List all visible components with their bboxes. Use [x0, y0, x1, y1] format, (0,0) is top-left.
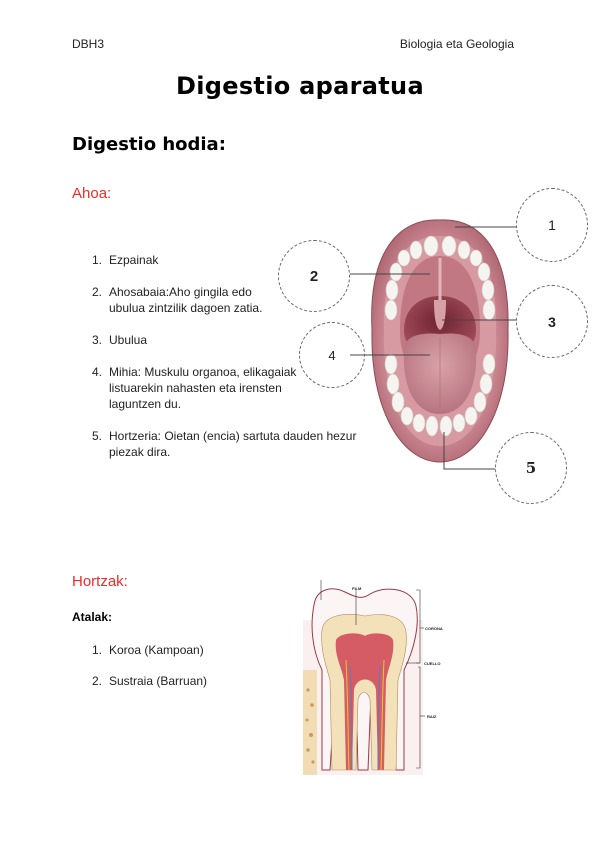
tooth-parts-list: 1. Koroa (Kampoan) 2. Sustraia (Barruan): [92, 642, 292, 704]
ahoa-heading: Ahoa:: [72, 185, 112, 202]
list-text: Hortzeria: Oietan (encia) sartuta dauden…: [109, 429, 357, 459]
list-text: Mihia: Muskulu organoa, elikagaiak listu…: [109, 365, 297, 411]
list-item: 2. Sustraia (Barruan): [92, 673, 292, 689]
list-number: 3.: [92, 333, 103, 347]
list-number: 2.: [92, 674, 103, 688]
tooth-label-raiz: RAIZ: [427, 714, 437, 719]
callout-circle-5: 5: [495, 432, 567, 504]
page-title: Digestio aparatua: [176, 72, 424, 100]
list-item: 4. Mihia: Muskulu organoa, elikagaiak lis…: [92, 364, 364, 412]
list-item: 2. Ahosabaia:Aho gingila edo ubulua zintz…: [92, 284, 364, 316]
callout-circle-2: 2: [278, 240, 350, 312]
list-item: 5. Hortzeria: Oietan (encia) sartuta daud…: [92, 428, 364, 460]
list-number: 4.: [92, 365, 103, 379]
hortzak-heading: Hortzak:: [72, 573, 128, 590]
tooth-label-corona: CORONA: [425, 626, 443, 631]
list-number: 1.: [92, 253, 103, 267]
atalak-heading: Atalak:: [72, 610, 113, 624]
list-item: 1. Ezpainak: [92, 252, 364, 268]
list-text: Ahosabaia:Aho gingila edo ubulua zintzil…: [109, 285, 263, 315]
callout-circle-4: 4: [299, 322, 365, 388]
callout-circle-3: 3: [516, 285, 588, 358]
list-text: Ezpainak: [109, 253, 159, 267]
tooth-label-cuello: CUELLO: [424, 661, 441, 666]
header-course: DBH3: [72, 37, 105, 51]
section-title: Digestio hodia:: [72, 134, 226, 155]
list-item: 3. Ubulua: [92, 332, 364, 348]
list-number: 5.: [92, 429, 103, 443]
list-number: 2.: [92, 285, 103, 299]
list-text: Ubulua: [109, 333, 148, 347]
list-number: 1.: [92, 643, 103, 657]
tooth-label-film: FILM: [352, 586, 362, 591]
mouth-parts-list: 1. Ezpainak 2. Ahosabaia:Aho gingila edo u…: [92, 252, 364, 476]
callout-circle-1: 1: [516, 188, 588, 262]
list-text: Sustraia (Barruan): [109, 674, 208, 688]
list-item: 1. Koroa (Kampoan): [92, 642, 292, 658]
header-subject: Biologia eta Geologia: [399, 37, 514, 51]
list-text: Koroa (Kampoan): [109, 643, 204, 657]
